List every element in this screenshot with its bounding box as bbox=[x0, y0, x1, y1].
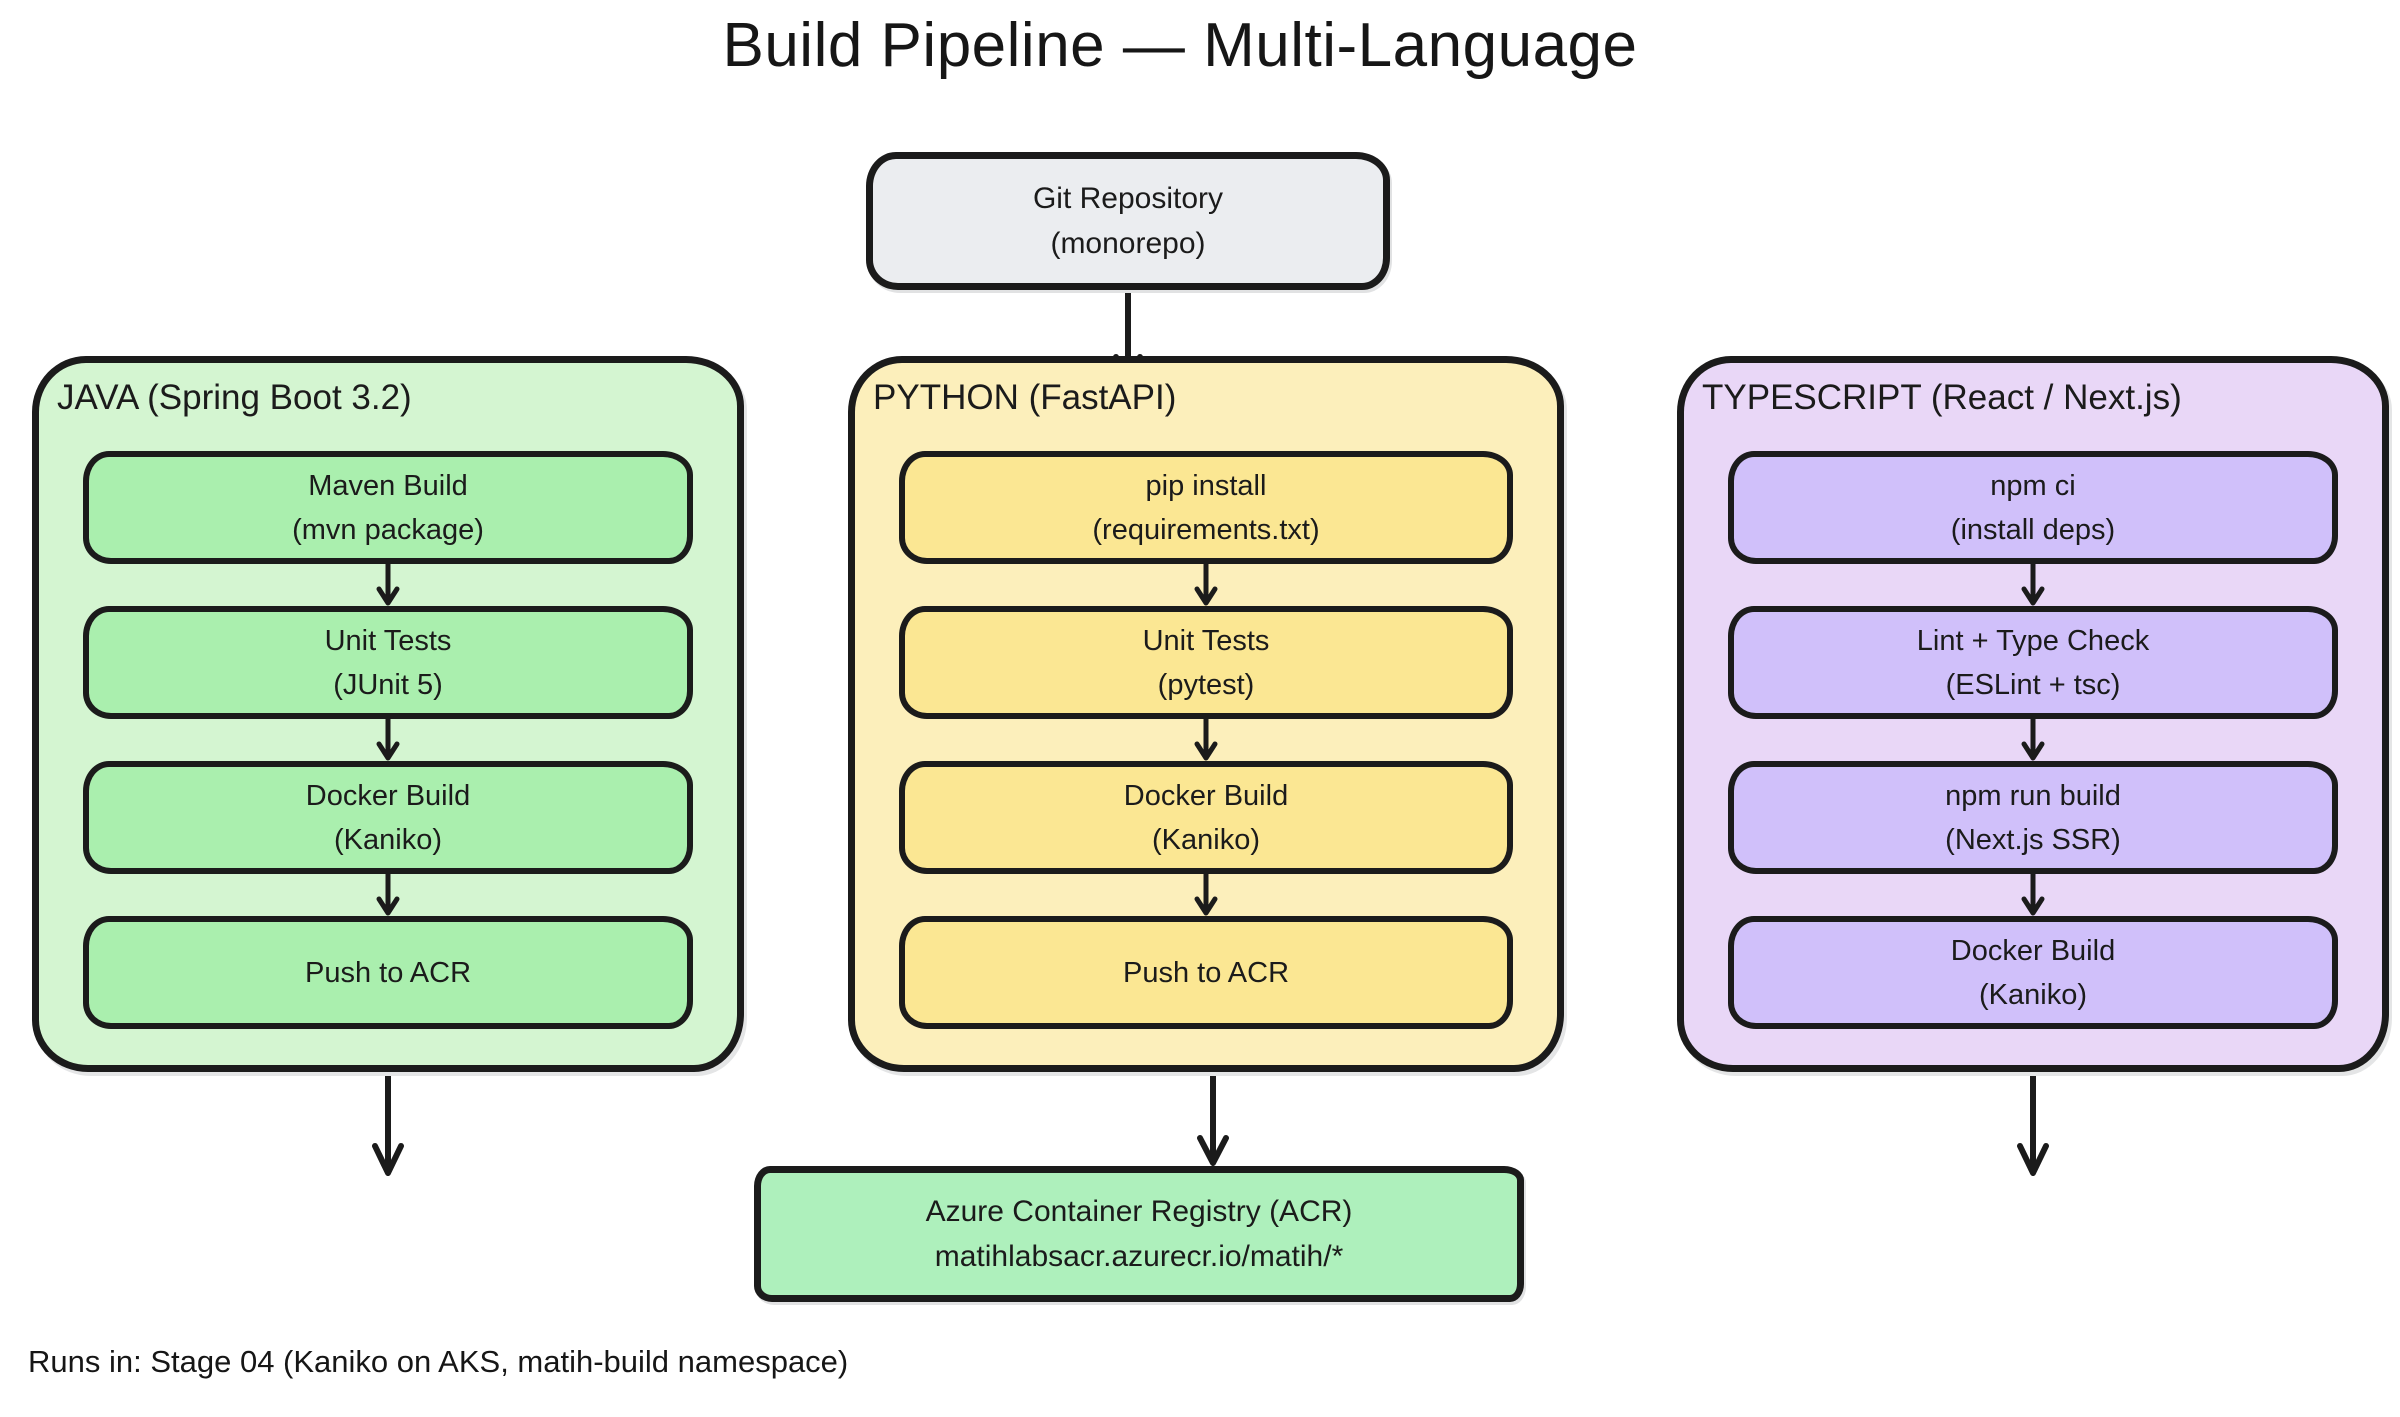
arrow-down-icon bbox=[1196, 1076, 1230, 1166]
git-repository-label-line2: (monorepo) bbox=[1050, 227, 1206, 260]
typescript-step-lint-type-check: Lint + Type Check (ESLint + tsc) bbox=[1728, 606, 2338, 719]
typescript-step-npm-run-build: npm run build (Next.js SSR) bbox=[1728, 761, 2338, 874]
step-label-line1: npm run build bbox=[1945, 779, 2121, 812]
step-label-line1: Lint + Type Check bbox=[1916, 624, 2150, 657]
java-step-unit-tests: Unit Tests (JUnit 5) bbox=[83, 606, 693, 719]
python-step-push-to-acr: Push to ACR bbox=[899, 916, 1513, 1029]
typescript-pipeline-header: TYPESCRIPT (React / Next.js) bbox=[1702, 378, 2182, 417]
arrow-down-icon bbox=[371, 1076, 405, 1176]
typescript-step-npm-ci: npm ci (install deps) bbox=[1728, 451, 2338, 564]
python-pipeline-container: PYTHON (FastAPI) pip install (requiremen… bbox=[848, 356, 1564, 1072]
git-repository-label-line1: Git Repository bbox=[1032, 182, 1224, 215]
arrow-down-icon bbox=[375, 564, 401, 606]
step-label-line1: npm ci bbox=[1990, 469, 2076, 502]
arrow-down-icon bbox=[375, 874, 401, 916]
acr-registry-label-line2: matihlabsacr.azurecr.io/matih/* bbox=[934, 1240, 1344, 1273]
step-label-line2: (Kaniko) bbox=[334, 823, 442, 856]
acr-registry-label-line1: Azure Container Registry (ACR) bbox=[925, 1195, 1353, 1228]
step-label-line1: Maven Build bbox=[308, 469, 468, 502]
arrow-down-icon bbox=[2020, 564, 2046, 606]
step-label-line2: (requirements.txt) bbox=[1092, 513, 1320, 546]
arrow-down-icon bbox=[1193, 719, 1219, 761]
arrow-down-icon bbox=[2020, 719, 2046, 761]
diagram-title: Build Pipeline — Multi-Language bbox=[722, 11, 1638, 80]
step-label-line1: pip install bbox=[1145, 469, 1267, 502]
arrow-down-icon bbox=[375, 719, 401, 761]
step-label-line1: Push to ACR bbox=[304, 956, 472, 989]
python-step-pip-install: pip install (requirements.txt) bbox=[899, 451, 1513, 564]
arrow-down-icon bbox=[2016, 1076, 2050, 1176]
step-label-line1: Unit Tests bbox=[324, 624, 452, 657]
step-label-line2: (JUnit 5) bbox=[333, 668, 443, 701]
java-pipeline-container: JAVA (Spring Boot 3.2) Maven Build (mvn … bbox=[32, 356, 744, 1072]
typescript-pipeline-container: TYPESCRIPT (React / Next.js) npm ci (ins… bbox=[1677, 356, 2389, 1072]
runs-in-note: Runs in: Stage 04 (Kaniko on AKS, matih-… bbox=[28, 1344, 849, 1379]
java-step-push-to-acr: Push to ACR bbox=[83, 916, 693, 1029]
step-label-line1: Docker Build bbox=[1950, 934, 2116, 967]
typescript-step-docker-build: Docker Build (Kaniko) bbox=[1728, 916, 2338, 1029]
git-repository-node: Git Repository (monorepo) bbox=[866, 152, 1390, 290]
java-step-maven-build: Maven Build (mvn package) bbox=[83, 451, 693, 564]
step-label-line2: (Kaniko) bbox=[1152, 823, 1260, 856]
arrow-down-icon bbox=[1193, 564, 1219, 606]
step-label-line1: Unit Tests bbox=[1142, 624, 1270, 657]
step-label-line1: Push to ACR bbox=[1122, 956, 1290, 989]
step-label-line2: (pytest) bbox=[1157, 668, 1255, 701]
step-label-line2: (Kaniko) bbox=[1979, 978, 2087, 1011]
step-label-line2: (mvn package) bbox=[292, 513, 484, 546]
step-label-line1: Docker Build bbox=[305, 779, 471, 812]
arrow-down-icon bbox=[2020, 874, 2046, 916]
java-pipeline-header: JAVA (Spring Boot 3.2) bbox=[57, 378, 412, 417]
step-label-line2: (ESLint + tsc) bbox=[1945, 668, 2121, 701]
java-step-docker-build: Docker Build (Kaniko) bbox=[83, 761, 693, 874]
arrow-down-icon bbox=[1193, 874, 1219, 916]
step-label-line2: (Next.js SSR) bbox=[1945, 823, 2121, 856]
step-label-line2: (install deps) bbox=[1950, 513, 2116, 546]
python-step-unit-tests: Unit Tests (pytest) bbox=[899, 606, 1513, 719]
step-label-line1: Docker Build bbox=[1123, 779, 1289, 812]
python-pipeline-header: PYTHON (FastAPI) bbox=[873, 378, 1177, 417]
acr-registry-node: Azure Container Registry (ACR) matihlabs… bbox=[754, 1166, 1524, 1302]
python-step-docker-build: Docker Build (Kaniko) bbox=[899, 761, 1513, 874]
